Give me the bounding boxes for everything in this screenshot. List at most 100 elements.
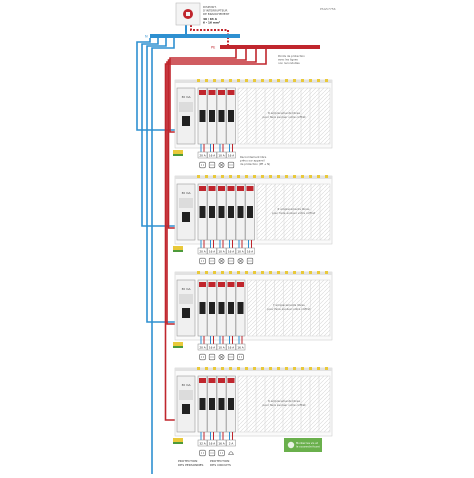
rating-tag bbox=[197, 343, 208, 351]
circuit-breaker: 10 A bbox=[235, 183, 246, 264]
free-slot-area bbox=[256, 183, 331, 241]
circuit-breaker: 20 A bbox=[197, 279, 208, 361]
finish-badge-line-1: Montez les vis et bbox=[296, 441, 318, 445]
circuit-breaker: 20 A bbox=[197, 87, 208, 169]
footer-right-line-1: PROTECTION bbox=[210, 459, 229, 463]
circuit-breaker: 16 A bbox=[207, 87, 217, 169]
rating-tag bbox=[207, 439, 217, 447]
breaker-toggle-icon bbox=[199, 302, 206, 314]
socket-icon bbox=[227, 161, 235, 169]
circuit-breaker: 16 A bbox=[216, 375, 227, 457]
circuit-breaker: 32 A bbox=[197, 375, 208, 457]
circuit-breaker: 10 A bbox=[216, 183, 227, 264]
rating-tag bbox=[197, 151, 208, 159]
phase-feeder bbox=[164, 49, 267, 421]
rcd-rating-label: 30 mA bbox=[181, 95, 190, 99]
finish-badge-box bbox=[284, 438, 322, 452]
rating-tag bbox=[216, 247, 227, 255]
circuit-breaker: 16 A bbox=[207, 183, 217, 265]
breaker-toggle-icon bbox=[218, 110, 225, 122]
socket-icon bbox=[208, 161, 216, 169]
breaker-rating-label: 16 A bbox=[209, 250, 215, 254]
phase-feeder bbox=[167, 49, 247, 229]
socket-icon bbox=[199, 449, 206, 457]
rating-tag bbox=[226, 343, 236, 351]
rating-tag bbox=[226, 247, 236, 255]
socket-icon bbox=[199, 257, 206, 265]
breaker-rating-label: 16 A bbox=[228, 346, 234, 350]
socket-icon bbox=[199, 161, 206, 169]
breaker-rating-label: 10 A bbox=[218, 346, 224, 350]
free-slots-line-1: 7 emplacements libres bbox=[273, 303, 305, 307]
phase-busbar bbox=[220, 45, 320, 49]
breaker-toggle-icon bbox=[199, 206, 206, 218]
free-slot-area bbox=[247, 279, 331, 337]
neutral-feeder bbox=[151, 38, 179, 478]
note-middle-line-1: Raccordement libre bbox=[240, 155, 267, 159]
breaker-toggle-icon bbox=[228, 302, 234, 314]
rcd-toggle-icon bbox=[182, 308, 190, 318]
free-slots-line-2: pour faire évoluer votre coffret bbox=[267, 307, 311, 311]
rating-tag bbox=[207, 247, 217, 255]
main-switch-rating-1: 40 / 63 A bbox=[203, 17, 218, 21]
main-switch-line-2: D'INTERRUPTEUR bbox=[203, 9, 227, 13]
breaker-toggle-icon bbox=[209, 302, 215, 314]
breaker-toggle-icon bbox=[218, 302, 225, 314]
note-top-line-2: avec les lignes bbox=[278, 58, 298, 62]
socket-icon bbox=[246, 257, 254, 265]
note-middle-line-2: prévu sur appareil bbox=[240, 159, 265, 163]
socket-icon bbox=[227, 257, 235, 265]
rating-tag bbox=[216, 343, 227, 351]
note-top-line-1: Points de protection bbox=[278, 54, 305, 58]
rcd-rating-label: 30 mA bbox=[181, 383, 190, 387]
breaker-rating-label: 2 A bbox=[229, 442, 234, 446]
main-switch-line-1: DISPOSIT. bbox=[203, 5, 217, 9]
socket-icon bbox=[208, 353, 216, 361]
breaker-rating-label: 16 A bbox=[228, 154, 234, 158]
rating-tag bbox=[235, 343, 246, 351]
circuit-breaker: 16 A bbox=[245, 183, 255, 265]
breaker-rating-label: 32 A bbox=[199, 442, 205, 446]
breaker-rating-label: 10 A bbox=[218, 154, 224, 158]
bell-icon bbox=[228, 451, 234, 455]
circuit-breaker: 16 A bbox=[207, 279, 217, 361]
rating-tag bbox=[235, 247, 246, 255]
footer-left-line-1: PROTECTION bbox=[178, 459, 197, 463]
rcd-rating-label: 30 mA bbox=[181, 287, 190, 291]
breaker-toggle-icon bbox=[199, 398, 206, 410]
screw-icon bbox=[287, 441, 295, 449]
main-switch-line-3: DE BRANCHEMENT bbox=[203, 12, 230, 16]
socket-icon bbox=[199, 353, 206, 361]
neutral-feeder bbox=[136, 38, 179, 131]
rating-tag bbox=[216, 151, 227, 159]
rating-tag bbox=[226, 439, 236, 447]
phase-busbar-label: PE bbox=[211, 46, 215, 50]
free-slots-line-1: 8 emplacements libres bbox=[268, 399, 300, 403]
rating-tag bbox=[207, 343, 217, 351]
note-top-line-3: non reconduites bbox=[278, 61, 300, 65]
breaker-rating-label: 16 A bbox=[237, 346, 243, 350]
free-slots-line-2: pour faire évoluer votre coffret bbox=[262, 115, 306, 119]
circuit-breaker: 10 A bbox=[216, 279, 227, 360]
rating-tag bbox=[207, 151, 217, 159]
breaker-rating-label: 16 A bbox=[247, 250, 253, 254]
breaker-rating-label: 10 A bbox=[218, 250, 224, 254]
socket-icon bbox=[208, 449, 216, 457]
breaker-rating-label: 16 A bbox=[218, 442, 224, 446]
breaker-rating-label: 10 A bbox=[237, 250, 243, 254]
breaker-toggle-icon bbox=[237, 302, 244, 314]
light-icon bbox=[218, 162, 225, 168]
main-switch-rating-2: 6 - 16 mm² bbox=[203, 21, 221, 25]
light-icon bbox=[218, 354, 225, 360]
socket-icon bbox=[227, 353, 235, 361]
circuit-breaker: 2 A bbox=[226, 375, 236, 455]
rcd-window bbox=[179, 102, 193, 112]
socket-icon bbox=[237, 353, 244, 361]
footer-left: PROTECTION DES PERSONNES bbox=[178, 459, 204, 467]
